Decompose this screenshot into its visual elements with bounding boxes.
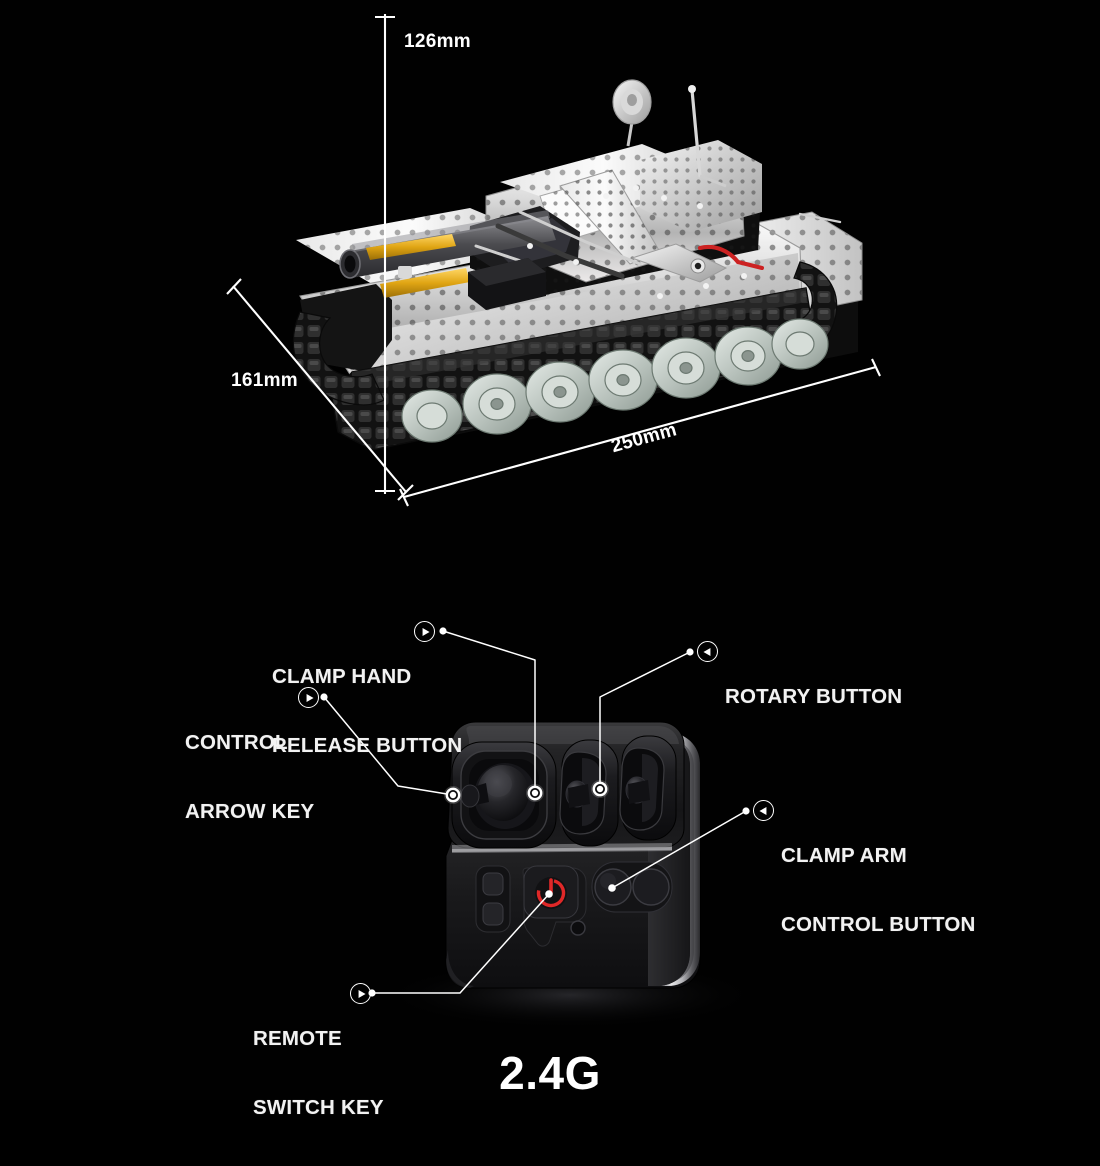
callout-line-2: RELEASE BUTTON	[272, 733, 463, 757]
callout-control-arrow-key: CONTROL ARROW KEY	[185, 686, 314, 870]
joystick-assembly	[451, 741, 557, 849]
tank-product-illustration	[292, 79, 863, 451]
callout-clamp-hand-release-button: CLAMP HAND RELEASE BUTTON	[272, 620, 462, 804]
callout-line-2: SWITCH KEY	[253, 1095, 384, 1119]
lever-button-2	[619, 735, 677, 841]
callout-line-1: REMOTE	[253, 1026, 342, 1050]
callout-line-2: CONTROL BUTTON	[781, 912, 976, 936]
callout-arrow-icon-rotary-button	[697, 641, 718, 662]
callout-arrow-icon-control-arrow-key	[298, 687, 319, 708]
leader-endpoint-cogs	[444, 780, 609, 804]
callout-line-1: CONTROL	[185, 730, 288, 754]
leader-clamp-arm-control	[611, 810, 747, 889]
callout-clamp-arm-control-button: CLAMP ARM CONTROL BUTTON	[781, 799, 976, 983]
leader-control-arrow-key	[323, 696, 454, 796]
width-dimension-label: 161mm	[231, 370, 298, 391]
clamp-arm-control-buttons	[591, 861, 673, 913]
frequency-label: 2.4G	[499, 1047, 601, 1099]
callout-leader-lines	[320, 627, 750, 997]
aux-buttons-left	[475, 865, 511, 933]
leader-rotary-button	[599, 651, 691, 789]
callout-rotary-button: ROTARY BUTTON	[725, 640, 902, 755]
height-dimension-label: 126mm	[404, 31, 471, 52]
width-dimension-line	[232, 285, 407, 493]
callout-arrow-icon-remote-switch-key	[350, 983, 371, 1004]
remote-control-illustration	[380, 721, 760, 1029]
leader-remote-switch-key	[372, 893, 550, 994]
leader-clamp-hand-release	[442, 630, 536, 793]
callout-line-1: CLAMP HAND	[272, 664, 412, 688]
callout-arrow-icon-clamp-arm-control	[753, 800, 774, 821]
lever-button-1	[559, 739, 619, 847]
callout-line-1: ROTARY BUTTON	[725, 684, 903, 708]
infographic-canvas: 126mm 161mm 250mm	[0, 0, 1100, 1100]
dimension-lines	[226, 14, 881, 507]
callout-line-1: CLAMP ARM	[781, 843, 907, 867]
callout-line-2: ARROW KEY	[185, 799, 315, 823]
length-dimension-line	[403, 365, 877, 499]
callout-arrow-icon-clamp-hand-release	[414, 621, 435, 642]
